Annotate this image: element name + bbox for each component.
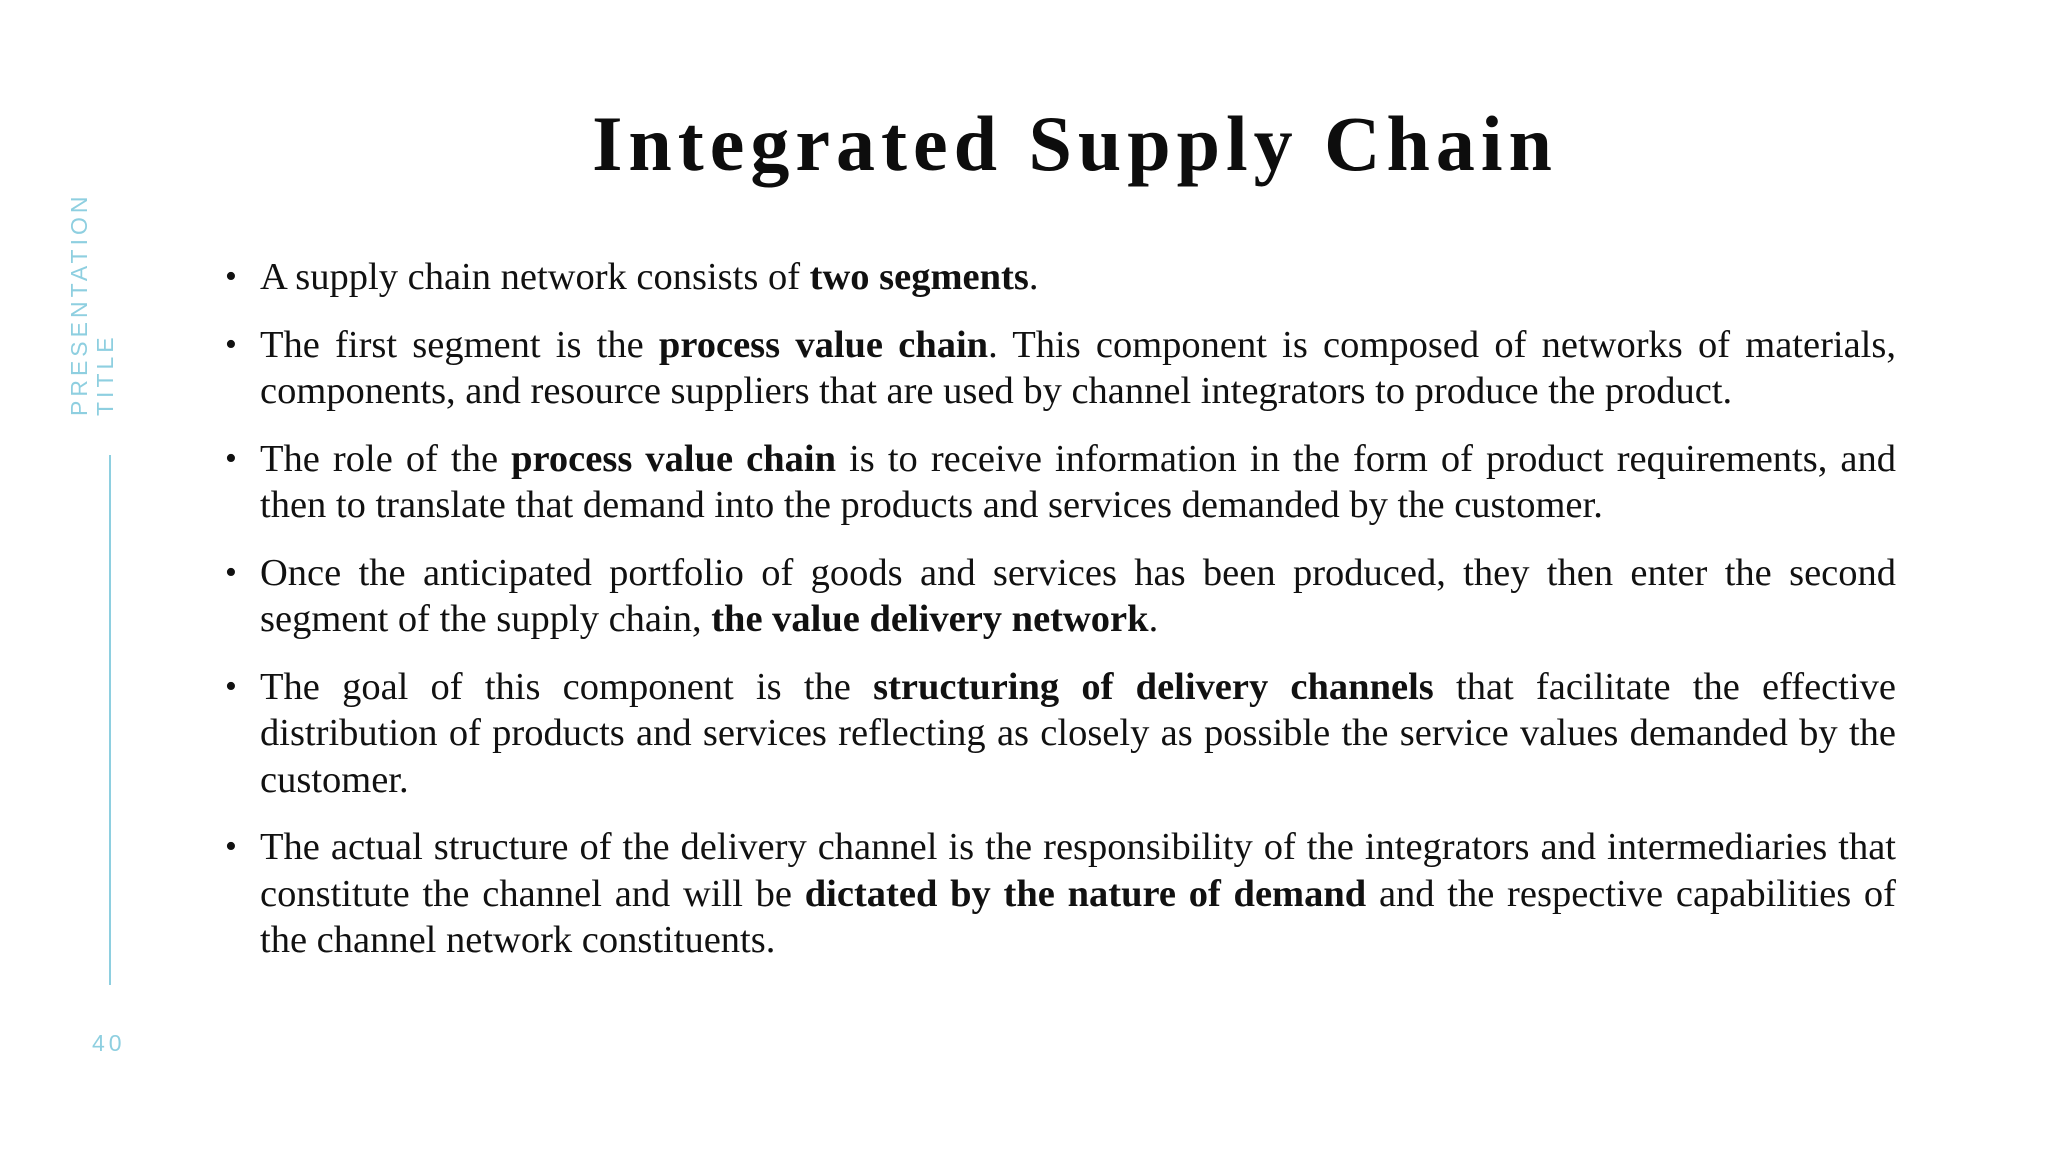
bullet-item: • A supply chain network consists of two…	[216, 254, 1896, 301]
bullet-icon: •	[225, 828, 237, 865]
bullet-text: The first segment is the	[260, 323, 659, 366]
bullet-text: Once the anticipated portfolio of goods …	[260, 551, 1896, 641]
bullet-emphasis: structuring of delivery channels	[873, 665, 1434, 708]
bullet-item: • The first segment is the process value…	[216, 322, 1896, 415]
bullet-item: • The actual structure of the delivery c…	[216, 824, 1896, 964]
presentation-title-line2: TITLE	[92, 333, 118, 416]
bullet-text: .	[1028, 256, 1039, 298]
bullet-emphasis: two segments	[809, 256, 1029, 298]
bullet-text: A supply chain network consists of	[260, 256, 810, 298]
bullet-emphasis: process value chain	[658, 323, 989, 366]
page-number: 40	[92, 1030, 126, 1056]
bullet-text: . This component is composed of networks…	[260, 323, 1896, 413]
bullet-emphasis: dictated by the nature of demand	[804, 872, 1367, 915]
presentation-title-label: PRESENTATION TITLE	[66, 176, 118, 417]
bullet-emphasis: process value chain	[511, 437, 837, 480]
bullet-text: .	[1148, 598, 1159, 640]
bullet-text: The role of the	[260, 437, 512, 480]
bullet-item: • The role of the process value chain is…	[216, 436, 1896, 529]
bullet-text: is to receive information in the form of…	[260, 437, 1896, 527]
bullet-icon: •	[225, 667, 237, 705]
bullet-item: • Once the anticipated portfolio of good…	[216, 550, 1896, 643]
presentation-title-line1: PRESENTATION	[66, 192, 92, 417]
bullet-emphasis: the value delivery network	[711, 598, 1149, 640]
bullet-list: • A supply chain network consists of two…	[216, 254, 1896, 985]
bullet-text: The actual structure of the delivery cha…	[260, 826, 1896, 915]
bullet-item: • The goal of this component is the stru…	[216, 664, 1896, 804]
bullet-text: and the respective capabilities of the c…	[260, 872, 1896, 962]
slide-title: Integrated Supply Chain	[592, 100, 1558, 187]
sidebar-divider	[109, 455, 111, 985]
bullet-text: The goal of this component is the	[260, 665, 874, 708]
bullet-icon: •	[225, 439, 237, 477]
bullet-icon: •	[225, 258, 237, 295]
bullet-icon: •	[225, 553, 237, 591]
bullet-icon: •	[225, 325, 237, 363]
bullet-text: that facilitate the effective distributi…	[260, 665, 1896, 801]
